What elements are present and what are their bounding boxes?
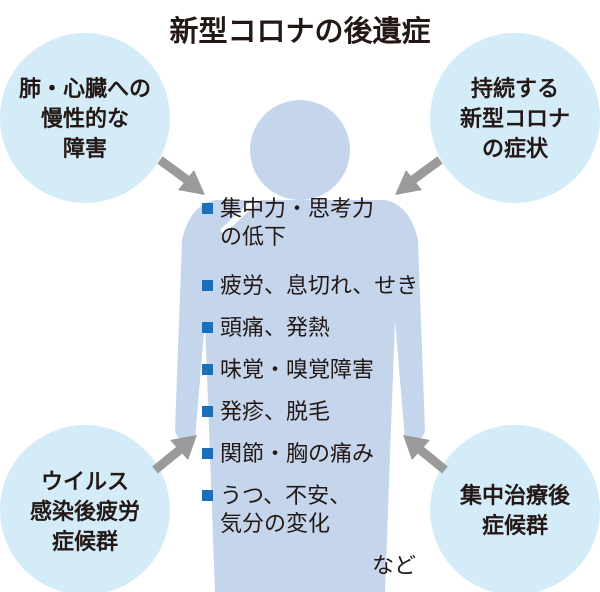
bullet-icon <box>202 406 213 417</box>
label-line: 集中治療後 <box>459 484 570 509</box>
label-line: 持続する <box>470 77 559 102</box>
circle-bottom-left <box>0 425 170 592</box>
label-line: の症状 <box>481 137 548 162</box>
symptom-item: 味覚・嗅覚障害 <box>202 357 374 385</box>
symptom-item: 関節・胸の痛み <box>202 441 374 469</box>
label-line: 障害 <box>62 137 107 162</box>
symptom-text: 発疹、脱毛 <box>220 400 331 425</box>
label-line: 肺・心臓への <box>18 77 151 102</box>
label-line: 感染後疲労 <box>29 500 140 525</box>
symptom-text: 頭痛、発熱 <box>220 316 331 341</box>
label-line: 症候群 <box>51 530 118 555</box>
circle-top-left <box>0 33 170 203</box>
bullet-icon <box>202 203 213 214</box>
circle-bottom-right <box>430 425 600 592</box>
symptom-item: 集中力・思考力の低下 <box>202 196 374 252</box>
symptom-text: 関節・胸の痛み <box>220 442 375 467</box>
symptom-item: 疲労、息切れ、せき <box>202 273 418 301</box>
label-line: ウイルス <box>40 470 129 495</box>
symptom-text: 気分の変化 <box>220 512 331 537</box>
symptom-text: の低下 <box>220 225 287 250</box>
label-line: 症候群 <box>481 514 548 539</box>
bullet-icon <box>202 322 213 333</box>
symptom-text: 集中力・思考力 <box>220 197 375 222</box>
etc-label: など <box>372 554 417 579</box>
label-line: 慢性的な <box>40 107 129 132</box>
page-title: 新型コロナの後遺症 <box>169 14 431 48</box>
cause-persistent-covid: 持続する 新型コロナ の症状 <box>430 75 600 165</box>
symptom-item: 発疹、脱毛 <box>202 399 330 427</box>
arrows <box>152 156 448 474</box>
cause-lung-heart: 肺・心臓への 慢性的な 障害 <box>0 75 170 165</box>
cause-post-viral-fatigue: ウイルス 感染後疲労 症候群 <box>0 468 170 558</box>
circle-top-right <box>430 33 600 203</box>
cause-post-intensive-care: 集中治療後 症候群 <box>430 482 600 542</box>
bullet-icon <box>202 364 213 375</box>
bullet-icon <box>202 448 213 459</box>
symptom-text: 味覚・嗅覚障害 <box>220 358 375 383</box>
bullet-icon <box>202 490 213 501</box>
symptom-text: うつ、不安、 <box>220 484 352 509</box>
person-silhouette <box>175 100 425 592</box>
bullet-icon <box>202 280 213 291</box>
symptom-text: 疲労、息切れ、せき <box>220 274 419 299</box>
label-line: 新型コロナ <box>459 107 570 132</box>
symptom-item: うつ、不安、気分の変化 <box>202 483 351 539</box>
symptom-item: 頭痛、発熱 <box>202 315 330 343</box>
